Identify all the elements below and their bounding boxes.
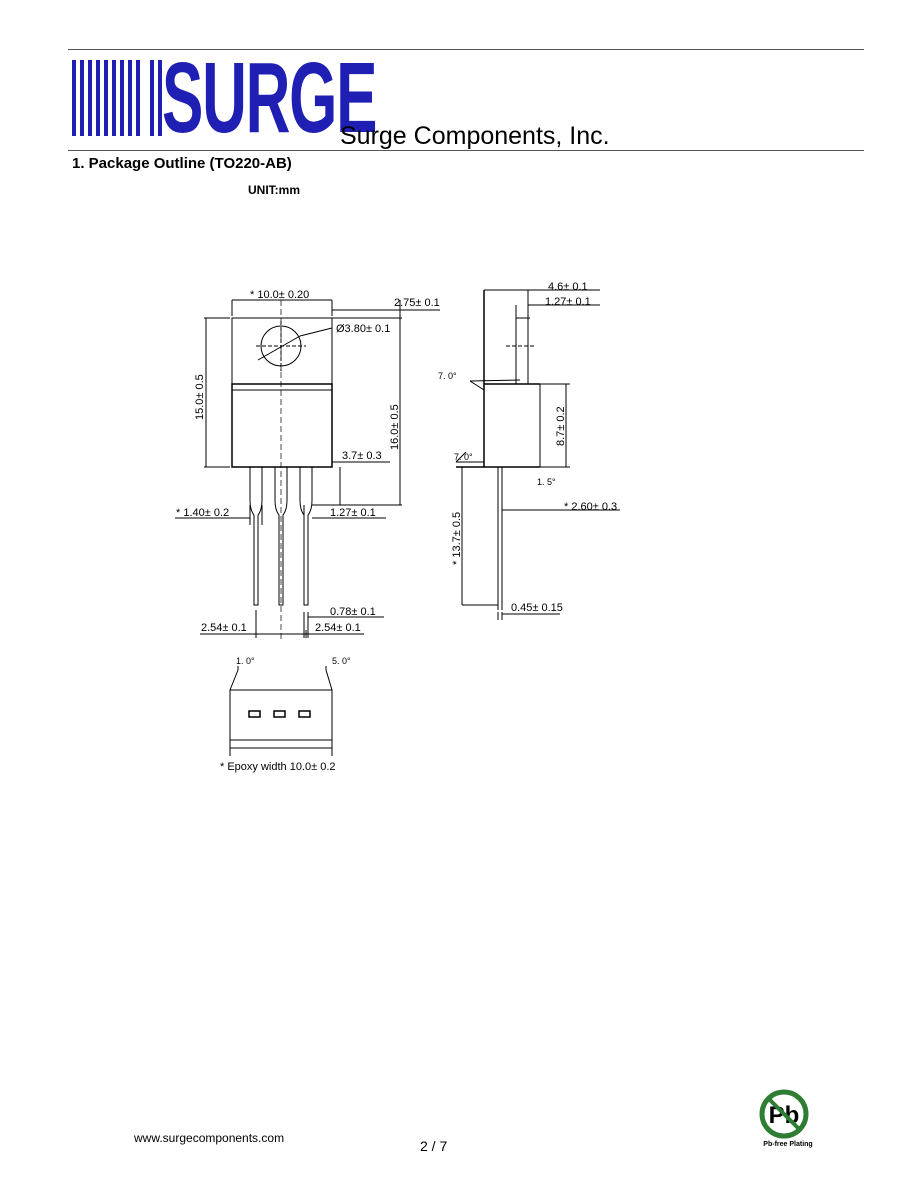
angle-top: 7. 0° xyxy=(438,371,457,381)
dim-side-height: 8.7± 0.2 xyxy=(555,406,567,446)
section-title: 1. Package Outline (TO220-AB) xyxy=(72,155,292,172)
company-name: Surge Components, Inc. xyxy=(340,122,610,150)
dim-side-tab: 1.27± 0.1 xyxy=(545,296,591,308)
header-rule xyxy=(68,150,864,151)
dim-hole-diameter: Ø3.80± 0.1 xyxy=(336,323,390,335)
dim-pitch-left: 2.54± 0.1 xyxy=(201,622,247,634)
surge-logo-stripes xyxy=(72,60,162,136)
dim-lead-width-narrow: 1.27± 0.1 xyxy=(330,507,376,519)
bottom-angle-right: 5. 0° xyxy=(332,656,351,666)
top-rule xyxy=(68,49,864,50)
unit-label: UNIT:mm xyxy=(248,183,301,197)
footer-url[interactable]: www.surgecomponents.com xyxy=(134,1131,285,1145)
bottom-view xyxy=(229,666,333,756)
pb-free-icon: Pb xyxy=(759,1089,809,1139)
front-body-outline xyxy=(231,383,333,468)
angle-bottom: 7. 0° xyxy=(454,452,473,462)
page-number: 2 / 7 xyxy=(420,1138,448,1154)
angle-small: 1. 5° xyxy=(537,477,556,487)
bottom-angle-left: 1. 0° xyxy=(236,656,255,666)
dim-lead-length: * 13.7± 0.5 xyxy=(451,512,463,565)
pb-free-caption: Pb-free Plating xyxy=(763,1141,813,1148)
dim-side-thickness: 4.6± 0.1 xyxy=(548,281,588,293)
dim-lead-thickness: 0.78± 0.1 xyxy=(330,606,376,618)
dim-height-overall: 16.0± 0.5 xyxy=(389,404,401,450)
logo-wordmark: SURGE xyxy=(162,42,378,154)
dim-lead-offset: * 2.60± 0.3 xyxy=(564,501,617,513)
dim-height-body: 15.0± 0.5 xyxy=(194,374,206,420)
dim-pitch-right: 2.54± 0.1 xyxy=(315,622,361,634)
dim-lead-standoff: 3.7± 0.3 xyxy=(342,450,382,462)
dim-tab-offset: 2.75± 0.1 xyxy=(394,297,440,309)
front-tab-outline xyxy=(231,317,333,385)
epoxy-note: * Epoxy width 10.0± 0.2 xyxy=(220,761,336,773)
dim-lead-width-wide: * 1.40± 0.2 xyxy=(176,507,229,519)
dim-lead-thin: 0.45± 0.15 xyxy=(511,602,563,614)
dim-width-top: * 10.0± 0.20 xyxy=(250,289,309,301)
side-view xyxy=(455,289,620,620)
